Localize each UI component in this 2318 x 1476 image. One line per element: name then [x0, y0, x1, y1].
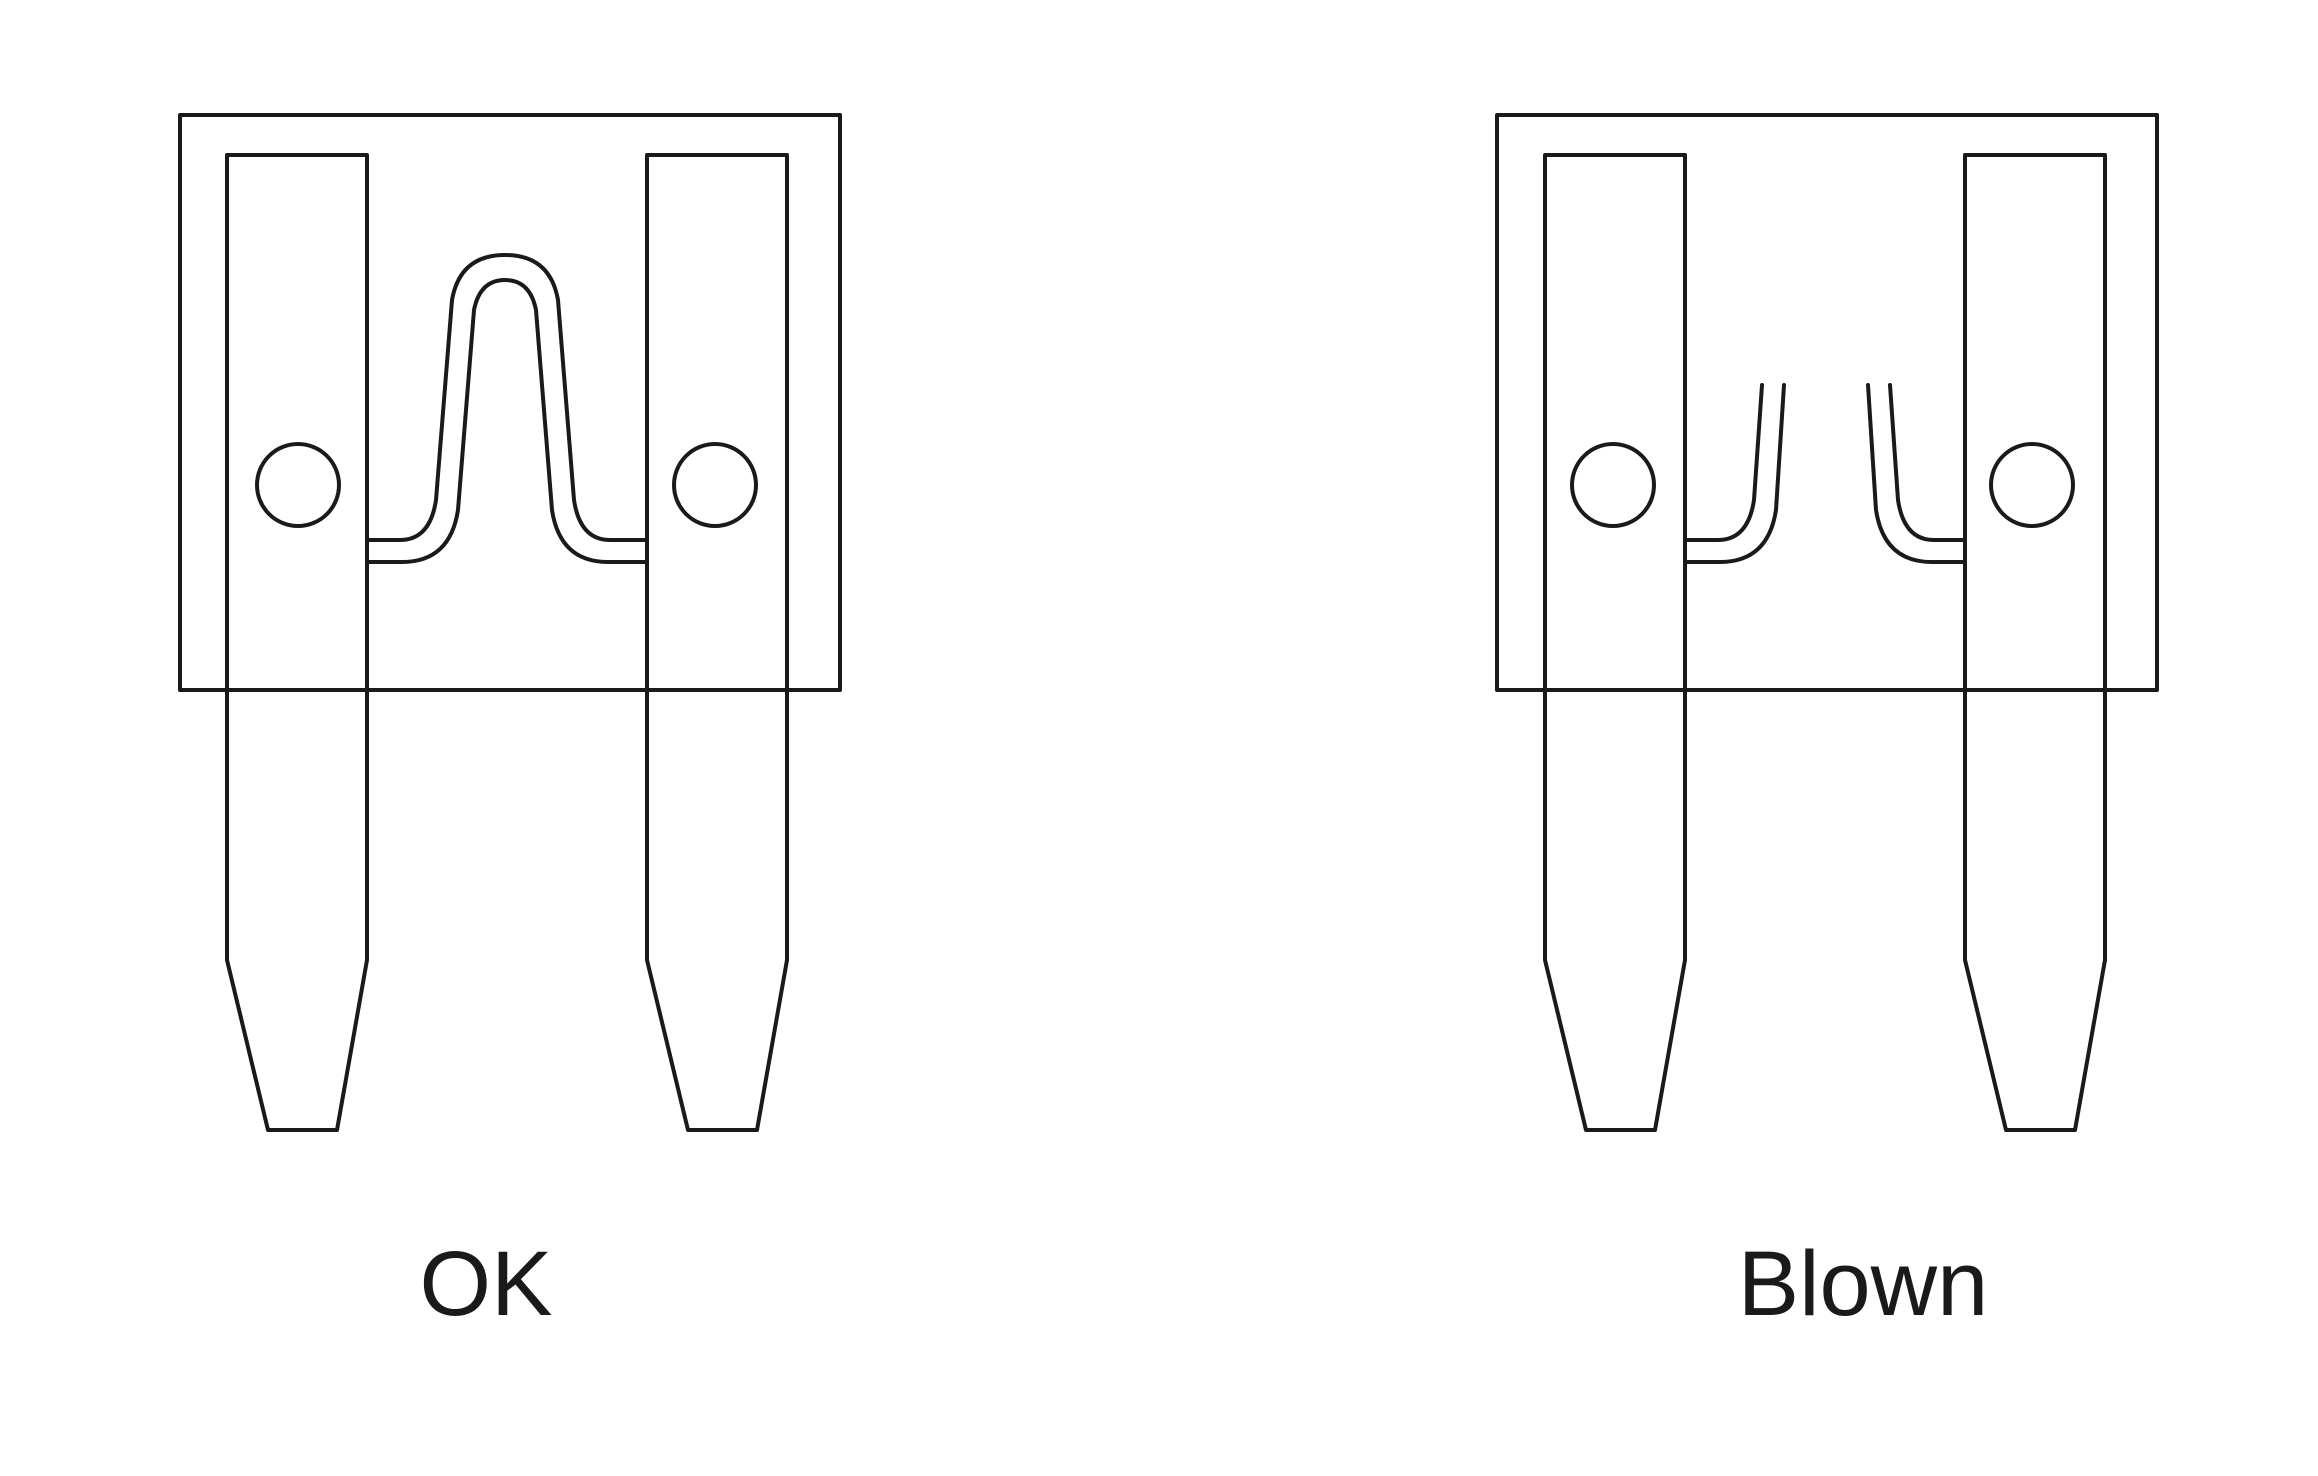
- fuse-blown-right-hole: [1989, 442, 2075, 528]
- fuse-ok-right-blade: [645, 153, 789, 1132]
- fuse-blown-left-hole: [1570, 442, 1656, 528]
- fuse-blown-element-left-outer: [1683, 383, 1764, 542]
- fuse-ok-left-hole: [255, 442, 341, 528]
- fuse-blown-right-blade: [1963, 153, 2107, 1132]
- caption-blown: Blown: [1737, 1233, 1989, 1335]
- fuse-ok-element-outer: [365, 253, 649, 542]
- fuse-ok-left-blade: [225, 153, 369, 1132]
- fuse-ok-right-hole: [672, 442, 758, 528]
- fuse-blown-element-left-inner: [1683, 383, 1786, 564]
- fuse-blown-housing: [1495, 113, 2159, 692]
- fuse-ok-element-inner: [365, 278, 649, 564]
- caption-ok: OK: [419, 1233, 553, 1335]
- fuse-ok-housing: [178, 113, 842, 692]
- fuse-ok: [178, 113, 842, 1132]
- fuse-blown: [1495, 113, 2159, 1132]
- fuse-blown-element-right-outer: [1888, 383, 1967, 542]
- fuse-blown-left-blade: [1543, 153, 1687, 1132]
- fuse-blown-element-right-inner: [1866, 383, 1967, 564]
